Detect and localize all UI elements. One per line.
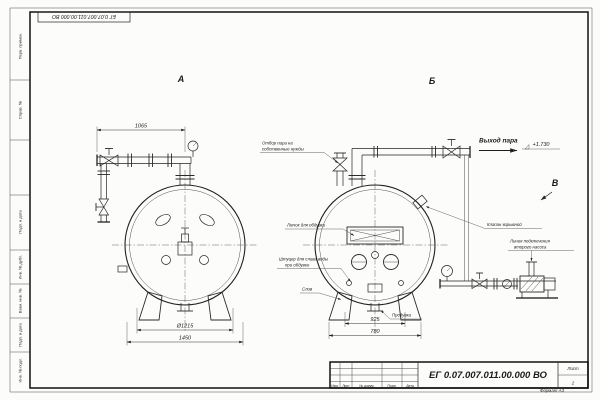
side-port bbox=[398, 280, 404, 286]
drain-stub-label-line1: Штуцер для слива воды bbox=[279, 257, 329, 262]
dim-1065: 1065 bbox=[135, 124, 148, 130]
burner-fitting bbox=[161, 227, 209, 265]
handhole-left bbox=[155, 214, 171, 226]
view-b-label: Б bbox=[429, 76, 436, 86]
tap-label-line1: Отбор пара на bbox=[262, 141, 293, 146]
margin-box-label: Подп. и дата bbox=[18, 322, 23, 346]
dim-base: 780 bbox=[370, 329, 380, 335]
margin-box-label: Инв. № подл. bbox=[18, 358, 23, 383]
dim-overall: 1450 bbox=[179, 336, 192, 342]
col-date: Дата bbox=[406, 384, 414, 388]
view-a-vessel-front: А bbox=[112, 74, 258, 332]
pump-line-valve bbox=[471, 272, 488, 290]
view-v-arrow bbox=[540, 191, 553, 201]
check-valve bbox=[502, 279, 512, 289]
view-b-vessel-front: Б bbox=[303, 76, 448, 334]
col-sign: Подп. bbox=[387, 384, 396, 388]
pump-assembly: В bbox=[439, 155, 559, 299]
format-label: Формат А3 bbox=[540, 388, 565, 393]
pump-unit bbox=[516, 275, 558, 299]
sheet-cell-value: 2 bbox=[571, 381, 575, 386]
sight-glasses bbox=[351, 251, 399, 270]
drain-nub bbox=[117, 265, 128, 273]
leg-left bbox=[138, 291, 163, 321]
leg-left bbox=[328, 291, 353, 321]
annotations: Отбор пара на собственные нужды Лючок дл… bbox=[260, 141, 574, 320]
inverted-code-text: ЕГ 0.07.007.011.00.000 ВО bbox=[52, 13, 116, 19]
drain-stub-port bbox=[346, 280, 352, 286]
frame-margin-labels: Перв. примен. Справ. № Подп. и дата Инв.… bbox=[18, 33, 23, 383]
pressure-gauge-pump bbox=[441, 265, 453, 281]
level-value: +1.730 bbox=[533, 142, 551, 148]
second-pump-label-line2: второго насоса bbox=[514, 245, 547, 250]
view-b-dimensions: 925 780 bbox=[328, 312, 422, 339]
handhole-right bbox=[199, 214, 215, 226]
margin-box-label: Перв. примен. bbox=[18, 33, 23, 60]
own-needs-tap bbox=[332, 152, 348, 186]
steam-line-valve bbox=[442, 139, 461, 159]
inverted-designation-stamp: ЕГ 0.07.007.011.00.000 ВО bbox=[37, 11, 131, 23]
explosion-valve-fitting bbox=[412, 194, 428, 210]
steam-outlet-label: Выход пара bbox=[479, 137, 518, 145]
view-a-label: А bbox=[177, 74, 185, 84]
col-izm: Изм. bbox=[331, 384, 338, 388]
vessel-a-bottom-stub bbox=[177, 303, 193, 312]
view-a-top-piping bbox=[95, 140, 199, 223]
margin-box-label: Подп. и дата bbox=[18, 209, 23, 233]
margin-box-label: Инв. № дубл. bbox=[18, 255, 23, 280]
drawing-frame bbox=[9, 7, 593, 393]
blowdown-hatch-door bbox=[346, 226, 404, 245]
pressure-gauge-a bbox=[187, 140, 199, 157]
hatch-label: Лючок для обдувки bbox=[286, 223, 326, 228]
dim-diameter: Ø1215 bbox=[176, 324, 194, 330]
drain-stub-label-line2: при обдувке bbox=[285, 263, 310, 268]
blowdown-label: Продувка bbox=[392, 313, 412, 318]
explosion-valve-label: Клапан взрывной bbox=[487, 222, 522, 227]
dim-door: 925 bbox=[370, 317, 380, 323]
margin-box-label: Справ. № bbox=[18, 101, 23, 119]
second-pump-connection bbox=[526, 261, 537, 276]
second-pump-label-line1: Линия подключения bbox=[509, 239, 551, 244]
left-drop-pipe bbox=[95, 163, 110, 223]
leg-right bbox=[207, 291, 232, 321]
tap-label-line2: собственные нужды bbox=[262, 147, 305, 152]
title-block: Изм. Лист № докум. Подп. Дата ЕГ 0.07.00… bbox=[329, 361, 589, 393]
leg-right bbox=[397, 291, 422, 321]
lower-fitting bbox=[367, 283, 383, 293]
sheet-cell-label: Лист bbox=[566, 366, 579, 371]
margin-box-label: Взам. инв. № bbox=[18, 289, 23, 314]
view-a-dimensions: 1065 Ø1215 1450 bbox=[96, 124, 244, 346]
blowdown-stub bbox=[367, 303, 383, 312]
title-code: ЕГ 0.07.007.011.00.000 ВО bbox=[429, 370, 548, 381]
view-v-label: В bbox=[552, 178, 559, 188]
drain-label: Слив bbox=[302, 287, 313, 292]
view-b-top-piping: Выход пара +1.730 bbox=[332, 137, 560, 186]
col-doc: № докум. bbox=[360, 384, 375, 388]
col-list: Лист bbox=[342, 384, 350, 388]
gate-valve-a bbox=[99, 148, 119, 167]
level-mark: +1.730 bbox=[522, 142, 560, 150]
